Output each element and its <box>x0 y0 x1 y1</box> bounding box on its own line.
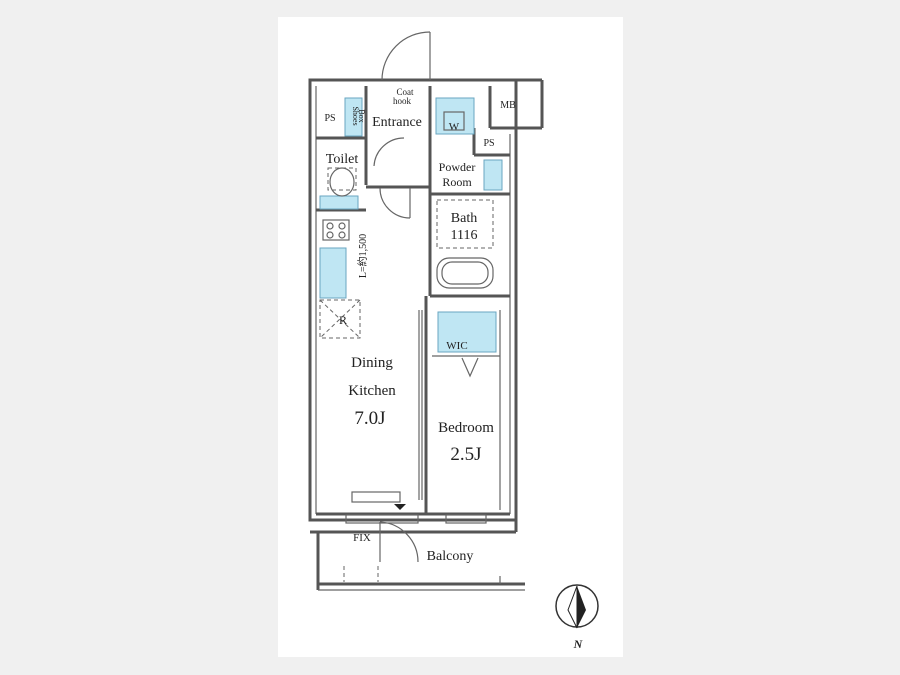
kitchen-label: Kitchen <box>348 383 396 399</box>
powder-room-label: Powder <box>439 160 476 174</box>
fix-label: FIX <box>353 532 371 544</box>
wic-label: WIC <box>446 340 467 352</box>
dk-door <box>379 187 411 219</box>
fridge-label: R <box>339 313 347 327</box>
ps-left-label: PS <box>324 113 335 124</box>
bath-size-label: 1116 <box>451 228 478 243</box>
outer-walls <box>308 78 544 534</box>
kitchen-sink <box>319 247 347 299</box>
dk-size-label: 7.0J <box>354 408 385 429</box>
compass-needle-icon <box>577 586 586 628</box>
entrance-label: Entrance <box>372 115 422 130</box>
coat-hook-label-2: hook <box>393 96 412 106</box>
interior-walls <box>316 86 510 516</box>
bedroom-label: Bedroom <box>438 420 494 436</box>
dining-label: Dining <box>351 355 393 371</box>
kitchen-length-label: L=約1,500 <box>356 234 369 278</box>
mb-label: MB <box>500 100 516 111</box>
dk-window <box>345 514 419 524</box>
washer-label: W <box>449 121 460 133</box>
bathtub <box>436 257 494 289</box>
toilet-sink <box>319 195 359 210</box>
bedroom-size-label: 2.5J <box>450 444 481 465</box>
compass: N <box>555 584 599 651</box>
balcony-area <box>316 532 525 591</box>
toilet-label: Toilet <box>326 152 359 167</box>
bedroom-window <box>445 514 487 524</box>
washer-space <box>435 97 475 135</box>
stove <box>322 219 350 241</box>
ps-right-label: PS <box>483 138 494 149</box>
compass-north-label: N <box>573 637 584 651</box>
fridge-space <box>319 299 361 339</box>
bath-label: Bath <box>451 211 477 226</box>
toilet-door <box>373 137 405 167</box>
coat-hook-label: Coat <box>397 87 414 97</box>
shoes-box <box>344 97 363 137</box>
shoes-box-label-2: Box <box>357 109 366 122</box>
powder-room-label-2: Room <box>442 175 472 189</box>
shoes-box-label: Shoes <box>351 106 360 125</box>
wic-storage <box>437 311 497 353</box>
aircon <box>351 491 401 503</box>
entry-door <box>381 31 431 81</box>
balcony-label: Balcony <box>427 549 474 564</box>
powder-sink <box>483 159 503 191</box>
aircon-marker <box>394 504 406 510</box>
